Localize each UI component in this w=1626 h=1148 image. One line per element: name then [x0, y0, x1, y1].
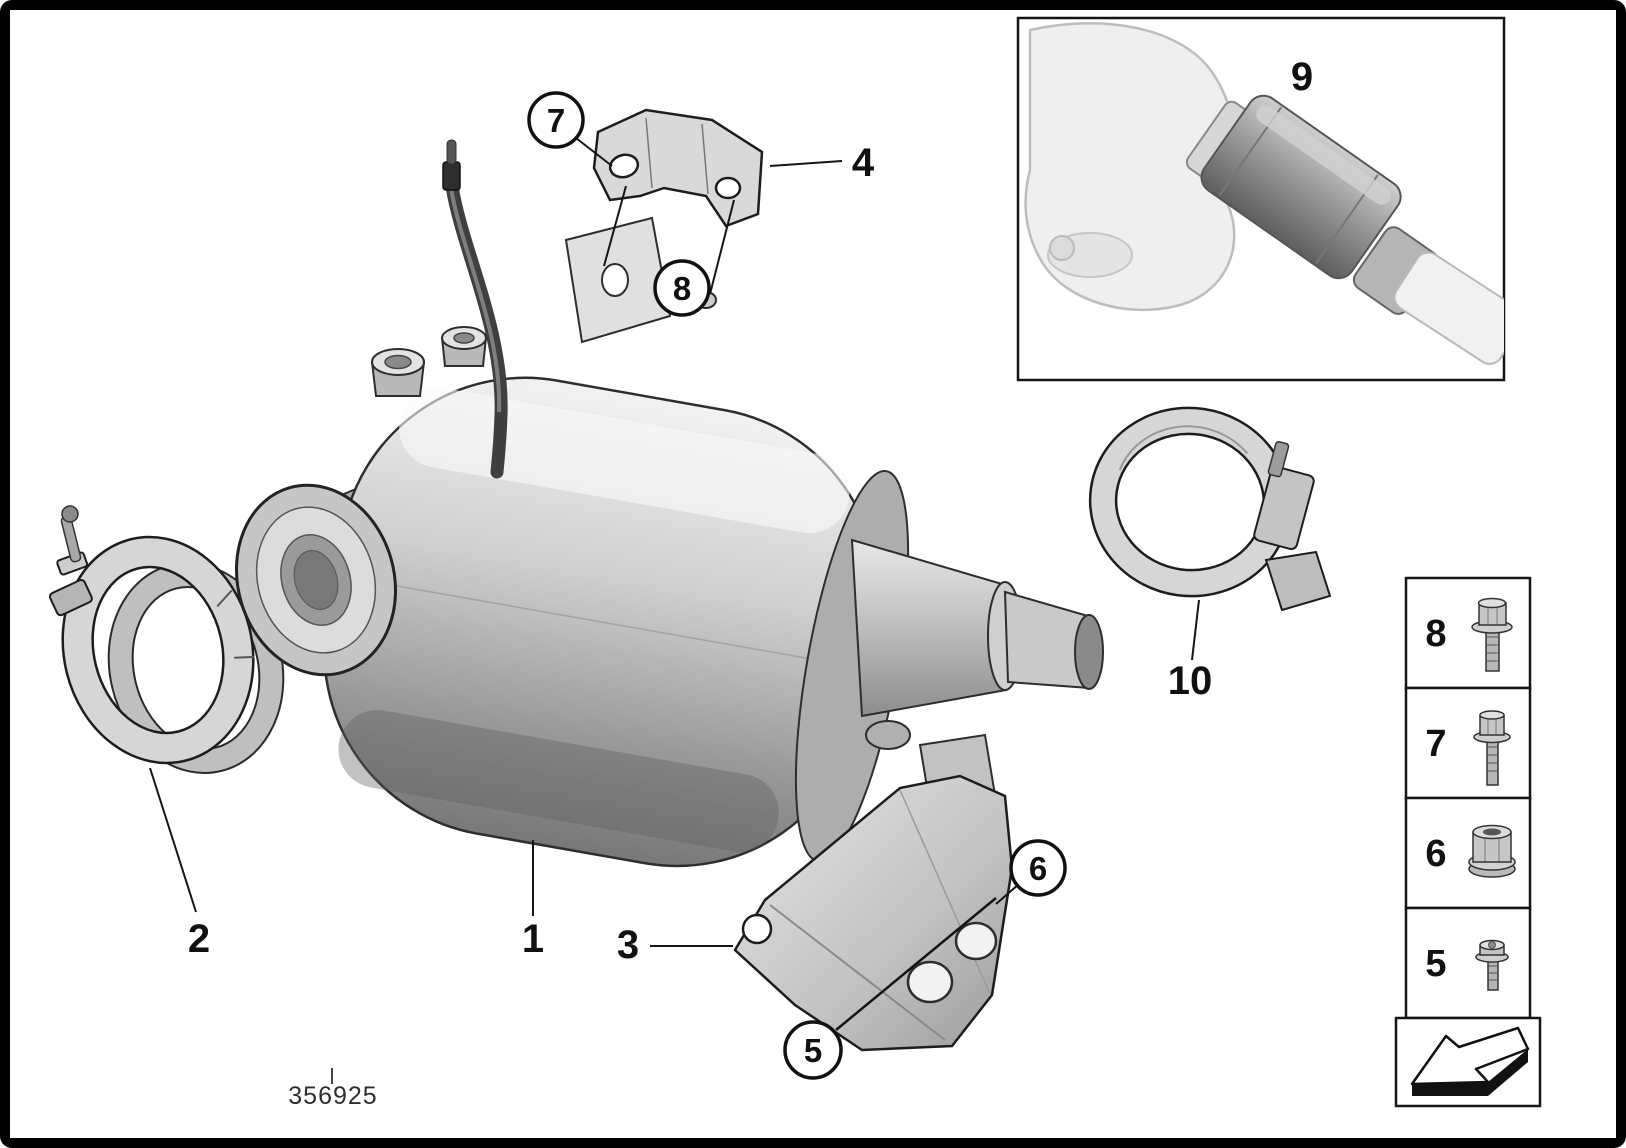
- bolt-hole: [608, 153, 640, 179]
- upper-mount-plate: [564, 216, 717, 344]
- hex-flange-nut-icon: [1468, 824, 1516, 878]
- leader-line-10: [1191, 599, 1200, 661]
- clamp-hook: [1264, 550, 1332, 612]
- canister-highlight: [399, 387, 850, 534]
- callout-circle[interactable]: [653, 259, 711, 317]
- leader-line-2: [149, 767, 197, 913]
- weld-seam: [344, 575, 861, 669]
- canister: [323, 376, 910, 868]
- part-2-v-band-clamp: [48, 505, 285, 774]
- legend-label-5[interactable]: 5: [1425, 943, 1446, 985]
- callout-circle[interactable]: [1009, 839, 1067, 897]
- canister-shadow: [338, 710, 779, 852]
- part-1-dpf-body: [234, 139, 1104, 868]
- legend-label-7[interactable]: 7: [1425, 723, 1446, 765]
- clamp-pivot-block: [48, 578, 93, 617]
- bracket-fold-line: [701, 123, 709, 195]
- drawing-number: 356925: [288, 1082, 377, 1110]
- callout-6[interactable]: 6: [1009, 839, 1067, 897]
- leader-line-6: [995, 883, 1020, 905]
- engine-detail: [1049, 235, 1075, 261]
- hex-flange-bolt-icon: [1473, 710, 1511, 786]
- bracket-crease: [769, 904, 946, 1041]
- legend-row-7[interactable]: 7: [1404, 686, 1532, 800]
- leader-line-7: [575, 137, 613, 167]
- callout-7[interactable]: 7: [527, 91, 585, 149]
- bolt-hole: [714, 176, 742, 200]
- clamp-ring-front: [61, 535, 255, 765]
- leader-line-4: [769, 160, 843, 167]
- callout-2[interactable]: 2: [188, 917, 210, 961]
- clamp-bolt: [1267, 440, 1290, 478]
- inlet-flange: [234, 483, 398, 677]
- callout-circle[interactable]: [527, 91, 585, 149]
- legend-row-8[interactable]: 8: [1404, 576, 1532, 690]
- sensor-port: [370, 348, 426, 397]
- bracket-fold-line: [645, 117, 653, 189]
- probe-tip: [446, 139, 457, 165]
- leader-line-bracket-bolt-b: [709, 199, 735, 295]
- leader-line-bracket-bolt-a: [603, 185, 627, 267]
- clamp-bolt-housing: [1253, 465, 1315, 551]
- mount-hole: [601, 263, 629, 297]
- callout-label[interactable]: 8: [673, 270, 691, 307]
- callout-circle[interactable]: [783, 1020, 843, 1080]
- pressure-port: [440, 326, 488, 367]
- callout-8[interactable]: 8: [653, 259, 711, 317]
- bolt-hole: [906, 960, 954, 1004]
- legend-label-6[interactable]: 6: [1425, 833, 1446, 875]
- callout-10[interactable]: 10: [1168, 659, 1213, 703]
- inset-installed-view: [1016, 16, 1506, 382]
- direction-arrow-icon: [1410, 1026, 1530, 1096]
- callout-3[interactable]: 3: [617, 923, 639, 967]
- part-4-upper-bracket: [592, 108, 764, 228]
- oxygen-sensor-probe: [442, 139, 508, 479]
- direction-box: [1394, 1016, 1542, 1108]
- callout-label[interactable]: 6: [1029, 850, 1047, 887]
- torx-screw-icon: [1475, 939, 1509, 991]
- hex-flange-bolt-icon: [1471, 597, 1513, 672]
- sensor-boss: [865, 720, 911, 750]
- callouts: 7 8 6 5 4 2 1 3 10 9: [188, 55, 1313, 1080]
- bolt-hole: [741, 913, 773, 945]
- callout-9[interactable]: 9: [1291, 55, 1313, 99]
- bolt-hole: [954, 921, 998, 961]
- probe-fitting: [442, 161, 461, 191]
- callout-label[interactable]: 7: [547, 102, 565, 139]
- catalyst-installed: [1200, 94, 1402, 280]
- legend-label-8[interactable]: 8: [1425, 613, 1446, 655]
- clamp-bolt-head: [61, 505, 79, 523]
- callout-1[interactable]: 1: [522, 917, 544, 961]
- legend-row-5[interactable]: 5: [1404, 906, 1532, 1020]
- callout-4[interactable]: 4: [852, 141, 875, 185]
- fastener-legend: 8 7: [1394, 576, 1542, 1108]
- legend-row-6[interactable]: 6: [1404, 796, 1532, 910]
- downpipe-installed: [1393, 251, 1504, 365]
- pipe-end-opening: [1074, 614, 1104, 690]
- leader-line-5-bolt-axis: [835, 897, 997, 1031]
- part-10-band-clamp: [1088, 406, 1332, 612]
- callout-label[interactable]: 5: [804, 1032, 822, 1069]
- callout-5[interactable]: 5: [783, 1020, 843, 1080]
